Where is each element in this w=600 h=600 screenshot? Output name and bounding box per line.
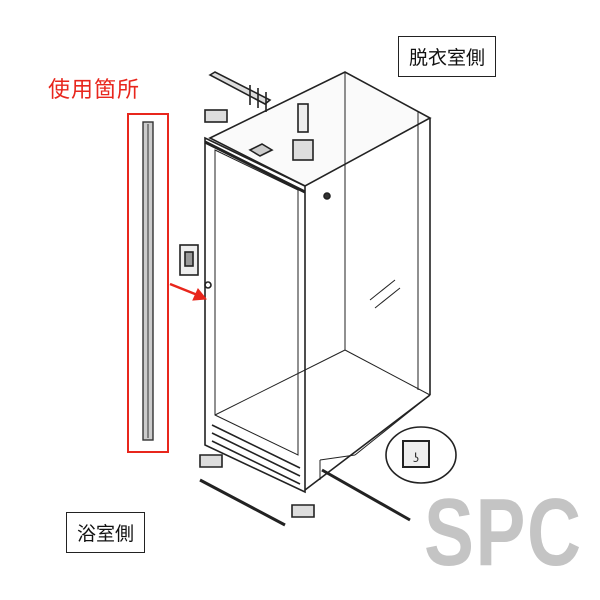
arrow-icon xyxy=(169,282,207,301)
svg-text:ʖ: ʖ xyxy=(413,451,419,465)
door-frame xyxy=(204,136,306,494)
spc-watermark: SPC xyxy=(424,479,583,586)
usage-location-label: 使用箇所 xyxy=(48,78,141,103)
usage-highlight-box xyxy=(127,113,169,453)
label-detail-circle xyxy=(385,426,457,484)
door-glass xyxy=(214,149,299,456)
bathroom-side-label: 浴室側 xyxy=(66,512,146,553)
dressing-room-side-label: 脱衣室側 xyxy=(398,36,497,77)
